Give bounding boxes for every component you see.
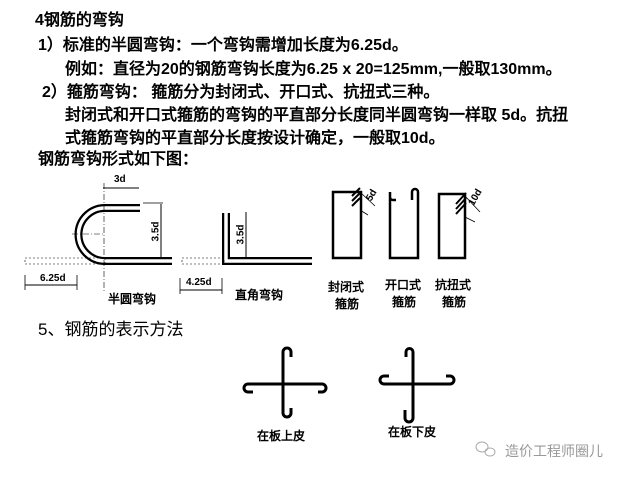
stirrup-label: 开口式 bbox=[385, 278, 422, 292]
bottom-layer-symbol bbox=[378, 347, 456, 424]
dim-3.5d: 3.5d bbox=[150, 221, 162, 242]
bottom-layer-label: 在板下皮 bbox=[388, 425, 437, 439]
stirrup-label: 箍筋 bbox=[392, 295, 417, 309]
torsion-stirrup bbox=[437, 192, 481, 260]
top-layer-symbol bbox=[242, 346, 328, 419]
dim-3.5d-right: 3.5d bbox=[235, 224, 247, 245]
watermark: 造价工程师圈儿 bbox=[505, 444, 603, 460]
stirrup-label: 封闭式 bbox=[328, 280, 365, 294]
right-angle-hook-label: 直角弯钩 bbox=[235, 288, 284, 302]
dim-3d: 3d bbox=[114, 174, 126, 185]
top-layer-label: 在板上皮 bbox=[257, 429, 306, 443]
open-stirrup bbox=[388, 187, 420, 260]
semicircle-hook bbox=[24, 183, 172, 292]
closed-stirrup bbox=[331, 187, 376, 260]
text-line: 2）箍筋弯钩： 箍筋分为封闭式、开口式、抗扭式三种。 bbox=[42, 84, 440, 101]
text-line: 例如：直径为20的钢筋弯钩长度为6.25 x 20=125mm,一般取130mm… bbox=[65, 61, 562, 78]
stirrup-label: 抗扭式 bbox=[435, 278, 472, 292]
heading: 4钢筋的弯钩 bbox=[35, 12, 124, 29]
text-line: 1）标准的半圆弯钩：一个弯钩需增加长度为6.25d。 bbox=[38, 37, 408, 54]
wechat-icon bbox=[475, 441, 496, 457]
dim-6.25d: 6.25d bbox=[40, 273, 66, 284]
text-line: 式箍筋弯钩的平直部分长度按设计确定，一般取10d。 bbox=[65, 130, 445, 147]
stirrup-label: 箍筋 bbox=[442, 295, 467, 309]
text-line: 钢筋弯钩形式如下图： bbox=[38, 151, 199, 168]
semicircle-hook-label: 半圆弯钩 bbox=[108, 292, 157, 306]
section-heading: 5、钢筋的表示方法 bbox=[38, 320, 184, 339]
right-angle-hook bbox=[179, 212, 312, 294]
text-line: 封闭式和开口式箍筋的弯钩的平直部分长度同半圆弯钩一样取 5d。抗扭 bbox=[65, 107, 569, 124]
dim-4.25d: 4.25d bbox=[186, 277, 212, 288]
stirrup-label: 箍筋 bbox=[335, 297, 360, 311]
